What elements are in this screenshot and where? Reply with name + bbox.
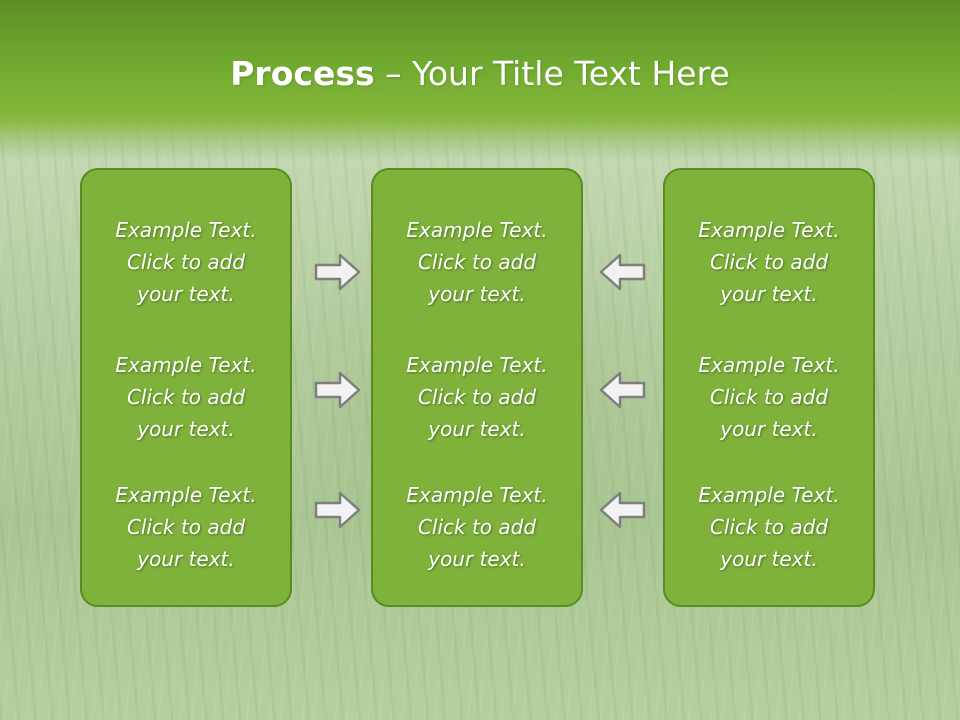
text-block[interactable]: Example Text. Click to add your text.: [82, 479, 290, 575]
text-block[interactable]: Example Text. Click to add your text.: [373, 349, 581, 445]
text-line: Example Text.: [115, 483, 257, 507]
text-line: your text.: [428, 282, 526, 306]
text-line: Example Text.: [115, 218, 257, 242]
text-line: Click to add: [709, 250, 829, 274]
text-line: your text.: [137, 417, 235, 441]
text-line: Example Text.: [115, 353, 257, 377]
text-block[interactable]: Example Text. Click to add your text.: [665, 349, 873, 445]
text-line: Click to add: [417, 385, 537, 409]
process-box-center[interactable]: Example Text. Click to add your text. Ex…: [371, 168, 583, 607]
text-line: Click to add: [417, 515, 537, 539]
arrow-right-icon: [314, 491, 361, 529]
text-line: Example Text.: [698, 218, 840, 242]
text-line: Example Text.: [406, 218, 548, 242]
arrow-left-icon: [599, 491, 646, 529]
text-line: Click to add: [126, 515, 246, 539]
text-block[interactable]: Example Text. Click to add your text.: [665, 479, 873, 575]
text-line: your text.: [720, 282, 818, 306]
text-line: your text.: [720, 417, 818, 441]
text-line: Click to add: [417, 250, 537, 274]
text-line: Click to add: [126, 385, 246, 409]
text-line: your text.: [137, 282, 235, 306]
text-line: your text.: [428, 547, 526, 571]
process-box-left[interactable]: Example Text. Click to add your text. Ex…: [80, 168, 292, 607]
text-line: your text.: [720, 547, 818, 571]
text-block[interactable]: Example Text. Click to add your text.: [665, 214, 873, 310]
text-block[interactable]: Example Text. Click to add your text.: [373, 214, 581, 310]
text-line: Example Text.: [406, 483, 548, 507]
arrow-right-icon: [314, 253, 361, 291]
text-line: your text.: [137, 547, 235, 571]
text-line: Click to add: [126, 250, 246, 274]
text-block[interactable]: Example Text. Click to add your text.: [373, 479, 581, 575]
text-line: your text.: [428, 417, 526, 441]
title-rest: – Your Title Text Here: [374, 54, 730, 93]
text-line: Example Text.: [698, 483, 840, 507]
arrow-left-icon: [599, 371, 646, 409]
text-line: Click to add: [709, 515, 829, 539]
text-block[interactable]: Example Text. Click to add your text.: [82, 214, 290, 310]
arrow-left-icon: [599, 253, 646, 291]
arrow-right-icon: [314, 371, 361, 409]
title-strong: Process: [230, 54, 375, 93]
slide-title[interactable]: Process – Your Title Text Here: [0, 52, 960, 96]
text-line: Example Text.: [406, 353, 548, 377]
title-banner: [0, 0, 960, 160]
text-line: Click to add: [709, 385, 829, 409]
text-block[interactable]: Example Text. Click to add your text.: [82, 349, 290, 445]
text-line: Example Text.: [698, 353, 840, 377]
process-box-right[interactable]: Example Text. Click to add your text. Ex…: [663, 168, 875, 607]
